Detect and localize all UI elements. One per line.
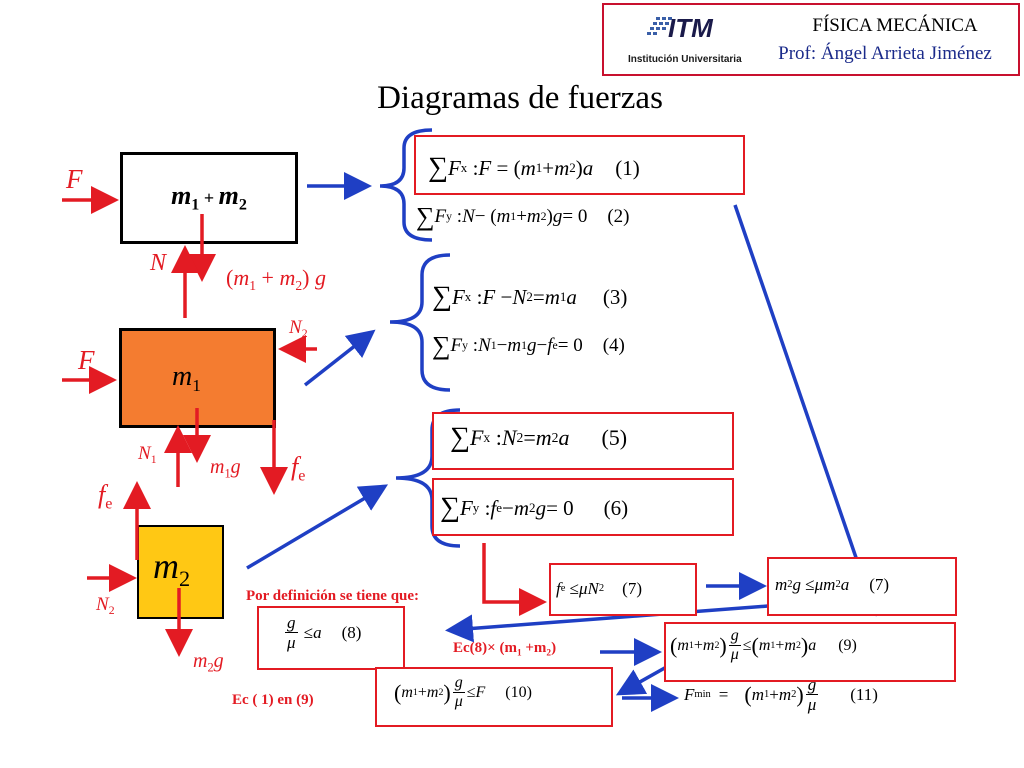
eq7a-box <box>549 563 697 616</box>
eq9-box <box>664 622 956 682</box>
note-ec8: Ec(8)× (m1 +m2) <box>453 640 557 659</box>
eq1-box <box>414 135 745 195</box>
eq10-box <box>375 667 613 727</box>
arrow-eq1-to-eq7b <box>733 204 881 617</box>
label-m1g: m1g <box>210 456 241 481</box>
combined-block: m1 + m2 <box>120 152 298 244</box>
m2-block-label: m2 <box>153 546 191 591</box>
brace-eq12 <box>379 128 433 242</box>
note-ec1-en-9: Ec ( 1) en (9) <box>232 692 314 708</box>
label-F-top: F <box>66 164 83 194</box>
brace-eq34 <box>389 253 451 392</box>
arrow-m1-to-eq34 <box>303 329 376 387</box>
label-N2-right: N2 <box>289 317 308 341</box>
professor-name: Prof: Ángel Arrieta Jiménez <box>778 43 992 64</box>
page-title: Diagramas de fuerzas <box>377 80 663 116</box>
label-N-top: N <box>150 250 167 276</box>
label-F-mid: F <box>78 345 95 375</box>
m1-block-label: m1 <box>172 361 201 396</box>
header-box: ITM Institución Universitaria FÍSICA MEC… <box>602 3 1020 76</box>
label-weight-total: (m1 + m2) g <box>226 265 326 293</box>
course-title: FÍSICA MECÁNICA <box>812 15 978 36</box>
eq6-box <box>432 478 734 536</box>
itm-logo: ITM Institución Universitaria <box>618 11 748 71</box>
arrow-eq7b-to-eq8 <box>445 604 769 643</box>
logo-text: ITM <box>668 13 713 43</box>
eq7b-box <box>767 557 957 616</box>
definition-arrow <box>482 543 547 616</box>
combined-block-label: m1 + m2 <box>171 181 247 214</box>
eq8-box <box>257 606 405 670</box>
label-fe-mid: fe <box>291 452 306 485</box>
itm-logo-mark <box>647 17 672 35</box>
logo-caption: Institución Universitaria <box>628 53 742 65</box>
note-por-definicion: Por definición se tiene que: <box>246 588 420 604</box>
eq5-box <box>432 412 734 470</box>
label-m2g: m2g <box>193 650 224 675</box>
arrow-eq9-to-eq10 <box>615 663 671 696</box>
label-N1: N1 <box>138 443 157 467</box>
label-N2-left: N2 <box>96 594 115 618</box>
arrow-m2-to-eq56 <box>246 484 389 570</box>
label-fe-left: fe <box>98 480 113 513</box>
